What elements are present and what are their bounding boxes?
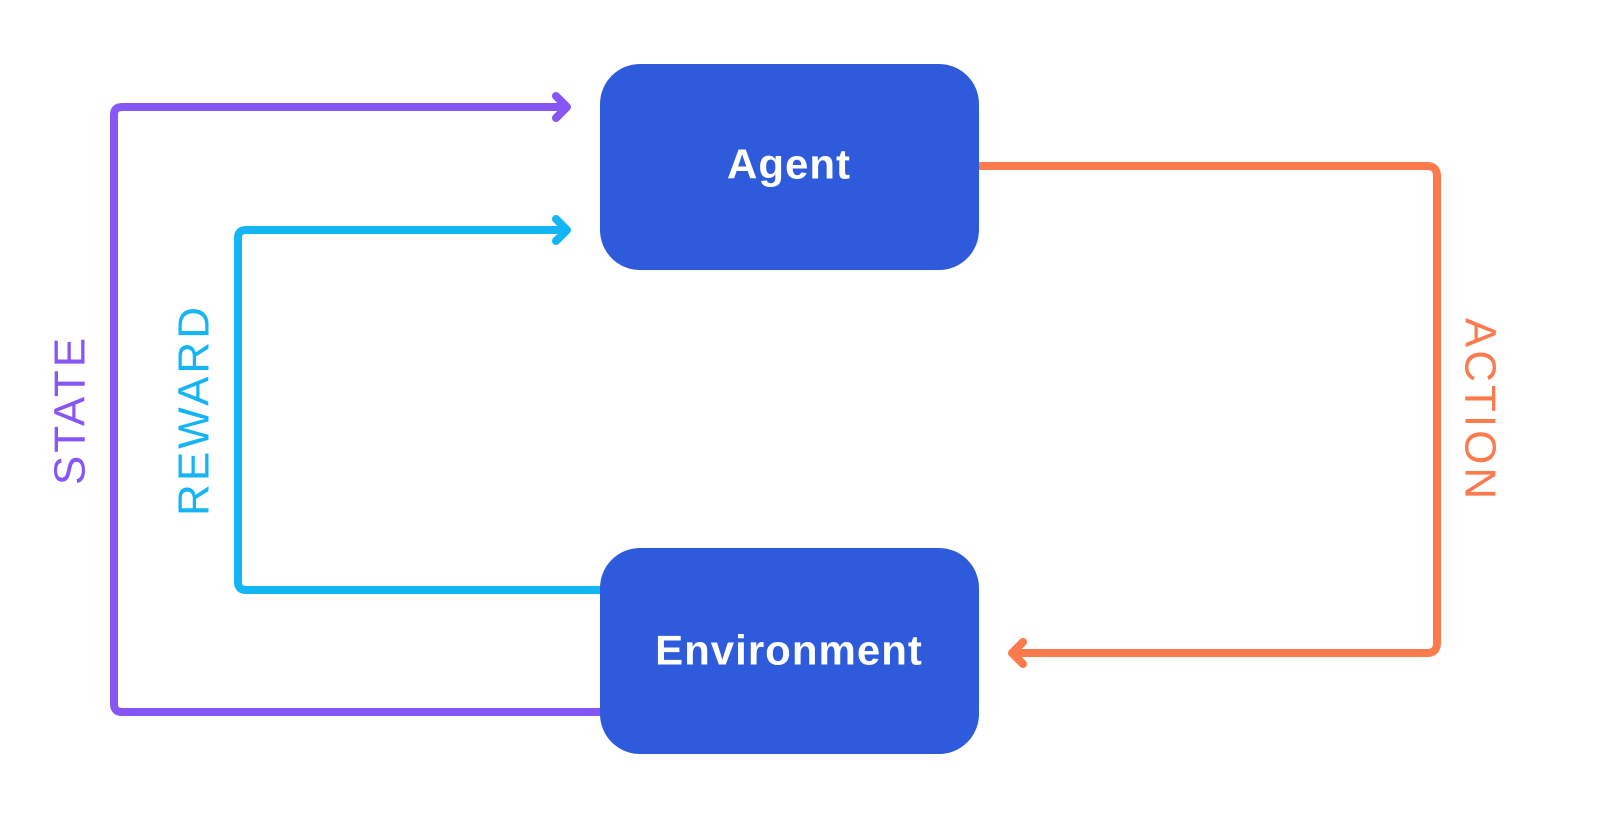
state-edge (110, 92, 604, 716)
action-label: ACTION (1456, 318, 1505, 502)
agent-node: Agent (600, 64, 979, 270)
state-arrowhead (552, 92, 571, 122)
state-label: STATE (46, 335, 95, 485)
environment-label: Environment (655, 627, 923, 674)
reward-label: REWARD (170, 304, 219, 516)
environment-box (600, 548, 979, 754)
environment-node: Environment (600, 548, 979, 754)
action-edge (974, 162, 1441, 668)
action-arrowhead (1008, 638, 1027, 668)
agent-label: Agent (727, 141, 851, 188)
action-edge-line (974, 162, 1441, 657)
reward-edge-line (234, 226, 604, 594)
agent-box (600, 64, 979, 270)
state-edge-line (110, 103, 604, 716)
reward-arrowhead (552, 215, 571, 245)
reward-edge (234, 215, 604, 594)
